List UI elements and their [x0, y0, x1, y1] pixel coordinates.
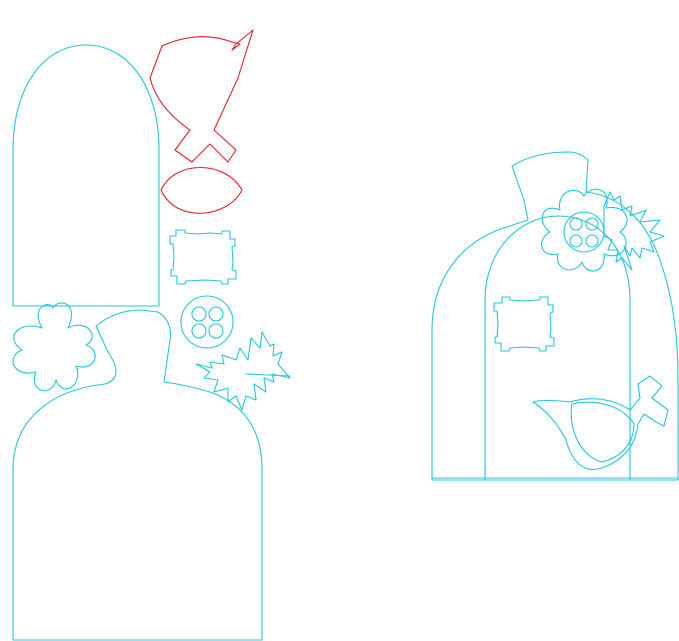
assembled-house-base — [431, 151, 679, 481]
assembled-button — [563, 211, 605, 253]
assembled-window-frame — [493, 296, 555, 352]
assembled-maple-leaf — [603, 191, 665, 271]
flower-piece — [12, 302, 96, 392]
assembled-bird-wing — [570, 401, 635, 463]
assembled-flower — [541, 188, 628, 272]
parts-sheet — [12, 29, 291, 641]
house-base-piece — [12, 309, 263, 641]
assembled-bird — [532, 375, 669, 470]
arched-door-piece — [12, 44, 160, 307]
window-frame-piece — [169, 229, 237, 285]
lemon-piece — [160, 167, 243, 214]
bird-piece — [149, 29, 254, 163]
assembled-arched-door — [484, 215, 631, 481]
button-piece — [180, 295, 234, 349]
assembled-preview — [431, 151, 679, 481]
maple-leaf-piece — [195, 331, 291, 411]
maple-leaf-stem — [245, 373, 291, 377]
